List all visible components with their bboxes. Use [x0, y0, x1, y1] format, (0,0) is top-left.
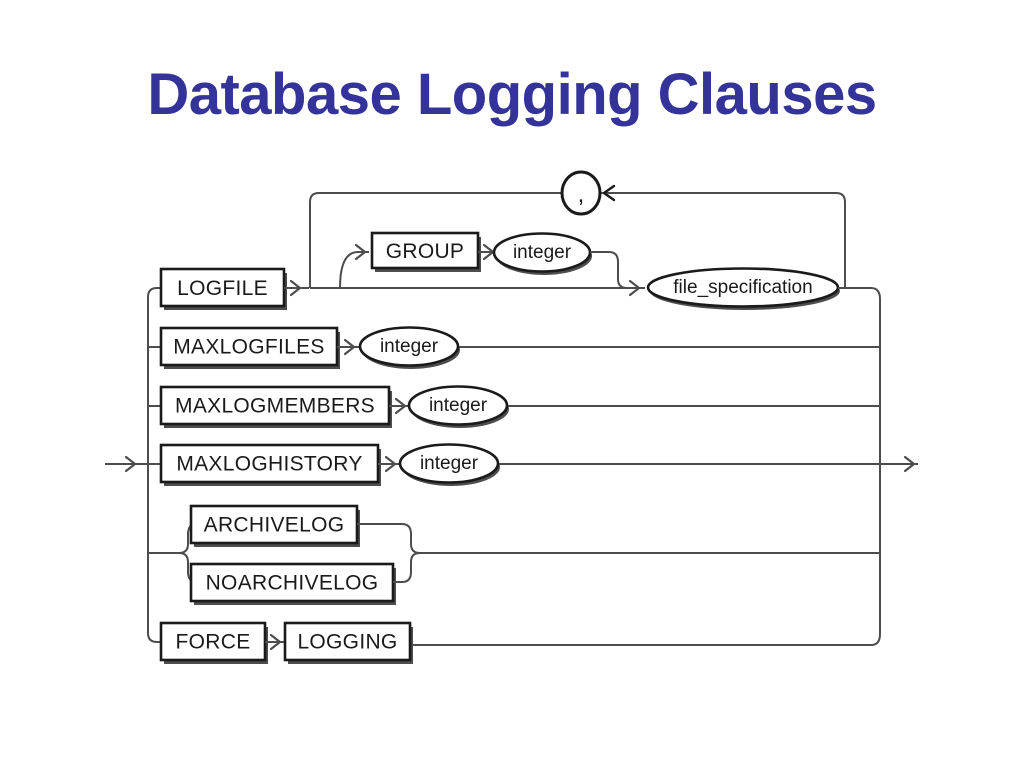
node-maxloghistory-label: MAXLOGHISTORY — [176, 453, 362, 476]
logfile-branch-row: LOGFILE , — [159, 170, 846, 311]
group-integer-rejoin — [590, 251, 645, 289]
node-maxlogfiles-label: MAXLOGFILES — [173, 336, 325, 359]
node-force-label: FORCE — [176, 631, 251, 654]
force-logging-arrow — [269, 633, 282, 651]
node-noarchivelog[interactable]: NOARCHIVELOG — [189, 562, 396, 605]
node-maxloghistory-integer[interactable]: integer — [398, 443, 500, 487]
node-comma-label: , — [578, 181, 585, 208]
node-group-label: GROUP — [386, 240, 465, 263]
right-rail — [412, 287, 881, 646]
group-in-arrow — [354, 243, 367, 261]
archivelog-merge-up — [357, 523, 421, 554]
page-title: Database Logging Clauses — [147, 62, 877, 127]
maxlogmembers-branch-row: MAXLOGMEMBERS integer — [159, 385, 509, 429]
group-branch-in — [339, 251, 369, 289]
node-group-integer[interactable]: integer — [492, 232, 592, 276]
exit-arrow — [880, 455, 918, 473]
node-maxlogfiles-integer-label: integer — [380, 336, 439, 357]
node-maxloghistory[interactable]: MAXLOGHISTORY — [159, 443, 381, 486]
node-force[interactable]: FORCE — [159, 621, 268, 664]
node-maxlogfiles[interactable]: MAXLOGFILES — [159, 326, 340, 369]
node-file-specification[interactable]: file_specification — [646, 267, 840, 311]
node-maxlogmembers-integer-label: integer — [429, 395, 488, 416]
archivelog-merge-down — [393, 552, 421, 583]
repeat-loop-right — [594, 192, 846, 288]
force-logging-branch-row: FORCE LOGGING — [159, 621, 413, 664]
node-logfile-label: LOGFILE — [177, 277, 268, 300]
repeat-loop-arrow — [602, 184, 616, 202]
node-maxloghistory-integer-label: integer — [420, 453, 479, 474]
node-maxlogfiles-integer[interactable]: integer — [358, 326, 460, 370]
node-maxlogmembers-label: MAXLOGMEMBERS — [175, 395, 375, 418]
entry-arrow — [105, 455, 148, 473]
node-maxlogmembers[interactable]: MAXLOGMEMBERS — [159, 385, 392, 428]
maxlogfiles-branch-row: MAXLOGFILES integer — [159, 326, 460, 370]
node-logging[interactable]: LOGGING — [283, 621, 413, 664]
node-maxlogmembers-integer[interactable]: integer — [407, 385, 509, 429]
node-file-specification-label: file_specification — [673, 277, 812, 298]
node-logfile[interactable]: LOGFILE — [159, 267, 287, 310]
node-comma-separator: , — [560, 170, 602, 216]
repeat-loop-left — [309, 192, 568, 288]
node-group-integer-label: integer — [513, 242, 572, 263]
maxlogfiles-arrow — [343, 338, 356, 356]
maxloghistory-branch-row: MAXLOGHISTORY integer — [159, 443, 500, 487]
maxloghistory-arrow — [384, 455, 397, 473]
node-archivelog-label: ARCHIVELOG — [204, 514, 345, 537]
archivelog-branch-row: ARCHIVELOG NOARCHIVELOG — [178, 504, 421, 605]
node-archivelog[interactable]: ARCHIVELOG — [189, 504, 360, 547]
node-logging-label: LOGGING — [297, 631, 397, 654]
left-rail — [147, 287, 179, 643]
logfile-out-arrow — [289, 279, 302, 297]
node-noarchivelog-label: NOARCHIVELOG — [206, 572, 379, 595]
node-group[interactable]: GROUP — [370, 231, 481, 272]
maxlogmembers-arrow — [394, 397, 407, 415]
